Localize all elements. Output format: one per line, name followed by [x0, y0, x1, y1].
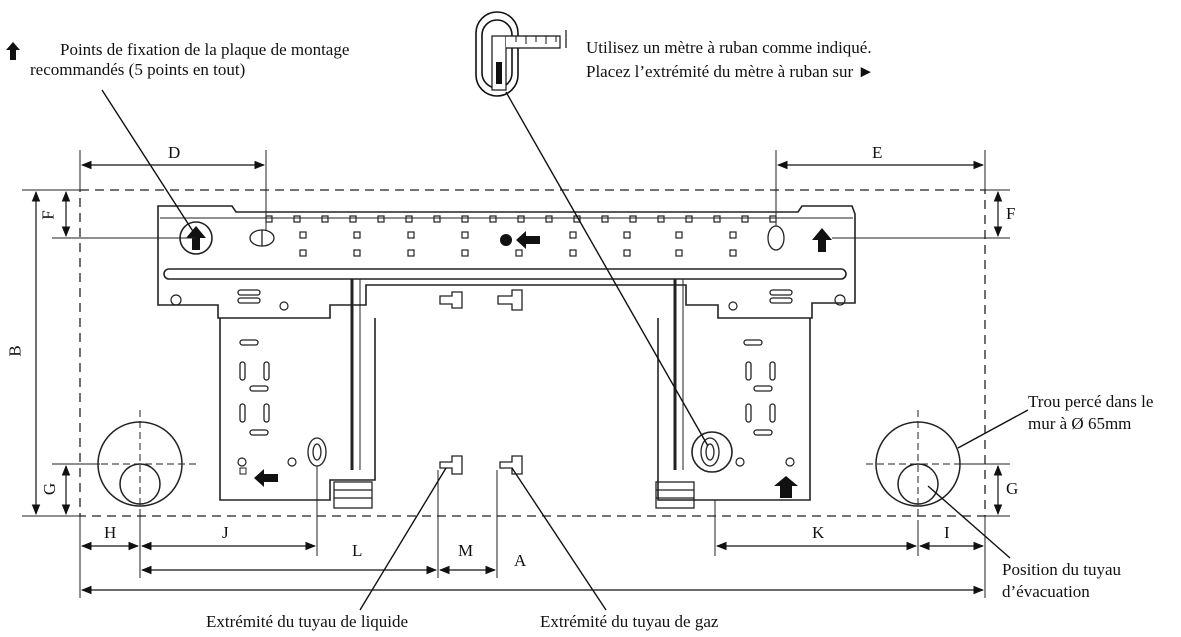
- fixing-point-bottom-right: [774, 476, 798, 498]
- tape-note-line1: Utilisez un mètre à ruban comme indiqué.: [586, 38, 872, 57]
- extension-lines: [22, 150, 1010, 598]
- dim-K-label: K: [812, 523, 825, 542]
- up-arrow-icon: [6, 42, 20, 60]
- fixing-points-note-line1: Points de fixation de la plaque de monta…: [60, 40, 350, 59]
- dim-A-label: A: [514, 551, 527, 570]
- wall-hole-right: [866, 410, 970, 520]
- dim-D-label: D: [168, 143, 181, 162]
- dim-L-label: L: [352, 541, 363, 560]
- dim-G-left-label: G: [40, 482, 60, 496]
- pipe-end-markers: [307, 437, 720, 475]
- plate-slots: [237, 225, 793, 436]
- fixing-point-bottom-left: [239, 467, 278, 487]
- dim-F-left-label: F: [38, 210, 58, 220]
- dimension-arrows: [31, 160, 1003, 595]
- gas-pipe-label: Extrémité du tuyau de gaz: [540, 612, 719, 631]
- wall-hole-left: [90, 410, 196, 520]
- mounting-plate: [157, 205, 856, 501]
- wall-hole-note-line1: Trou percé dans le: [1028, 392, 1154, 411]
- tape-measure-icon: [475, 11, 567, 97]
- drain-note-line2: d’évacuation: [1002, 582, 1090, 601]
- wall-hole-note-line2: mur à Ø 65mm: [1028, 414, 1132, 433]
- dim-G-right-label: G: [1006, 479, 1019, 498]
- bottom-connectors: [333, 481, 695, 509]
- dim-F-right-label: F: [1006, 204, 1016, 223]
- indoor-unit-outline: [79, 189, 986, 517]
- fixing-points-note-line2: recommandés (5 points en tout): [30, 60, 246, 79]
- tape-start-marker: [691, 431, 733, 473]
- dim-B-label: B: [5, 345, 25, 357]
- dim-H-label: H: [104, 523, 117, 542]
- tape-note-line2: Placez l’extrémité du mètre à ruban sur …: [586, 62, 875, 81]
- dim-J-label: J: [222, 523, 229, 542]
- drain-note-line1: Position du tuyau: [1002, 560, 1122, 579]
- fixing-point-centre: [500, 231, 540, 249]
- dim-I-label: I: [944, 523, 950, 542]
- plate-holes: [170, 215, 846, 467]
- fixing-point-top-right: [812, 228, 832, 252]
- dim-M-label: M: [458, 541, 474, 560]
- dim-E-label: E: [872, 143, 883, 162]
- liquid-pipe-label: Extrémité du tuyau de liquide: [206, 612, 409, 631]
- leader-lines: [101, 89, 1029, 611]
